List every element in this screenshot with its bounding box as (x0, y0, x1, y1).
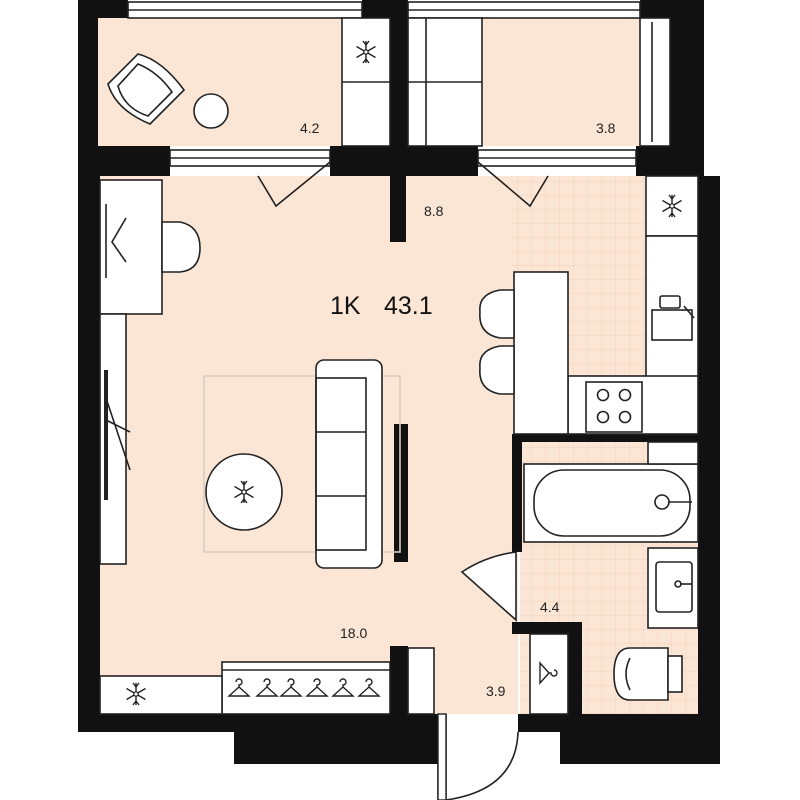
rug (203, 375, 401, 553)
bathroom-door (460, 551, 517, 622)
kitchen-island (513, 271, 569, 435)
stove-icon (585, 381, 643, 433)
walls (78, 0, 720, 764)
tv-stand (99, 313, 127, 565)
kitchen-sink-icon (651, 309, 693, 341)
bathroom-furniture (523, 441, 699, 715)
chair-icon (161, 221, 201, 273)
armchair-icon (107, 53, 186, 125)
sofa (315, 359, 383, 569)
living-furniture (99, 179, 435, 715)
balcony-left-area: 4.2 (300, 120, 320, 136)
balcony-left-furniture (107, 17, 391, 147)
entry-cabinet (407, 647, 435, 715)
balcony-right-area: 3.8 (596, 120, 616, 136)
plan-type: 1K (330, 292, 361, 320)
bar-stool-icon (479, 289, 515, 339)
living-room-area: 18.0 (340, 625, 367, 641)
room-labels: 4.2 3.8 8.8 1K 43.1 4.4 18.0 3.9 (300, 120, 616, 699)
bathroom-area: 4.4 (540, 599, 560, 615)
kitchen-furniture (479, 175, 699, 435)
bathtub (523, 463, 699, 543)
shoe-rack (99, 675, 223, 715)
doors (257, 161, 549, 800)
total-area: 43.1 (384, 292, 433, 320)
balcony-left-door (257, 161, 331, 208)
bar-stool-icon-2 (479, 345, 515, 395)
toilet-icon (613, 647, 669, 701)
kitchen-area: 8.8 (424, 203, 444, 219)
shelf-small (647, 441, 699, 465)
balcony-right-door (477, 161, 549, 208)
balcony-shelf (639, 17, 671, 147)
hallway-area: 3.9 (486, 683, 506, 699)
entrance-door (437, 714, 519, 800)
wardrobe-top (99, 179, 163, 315)
side-table-icon (193, 93, 229, 129)
windows (127, 1, 641, 167)
balcony-right-furniture (407, 17, 671, 147)
